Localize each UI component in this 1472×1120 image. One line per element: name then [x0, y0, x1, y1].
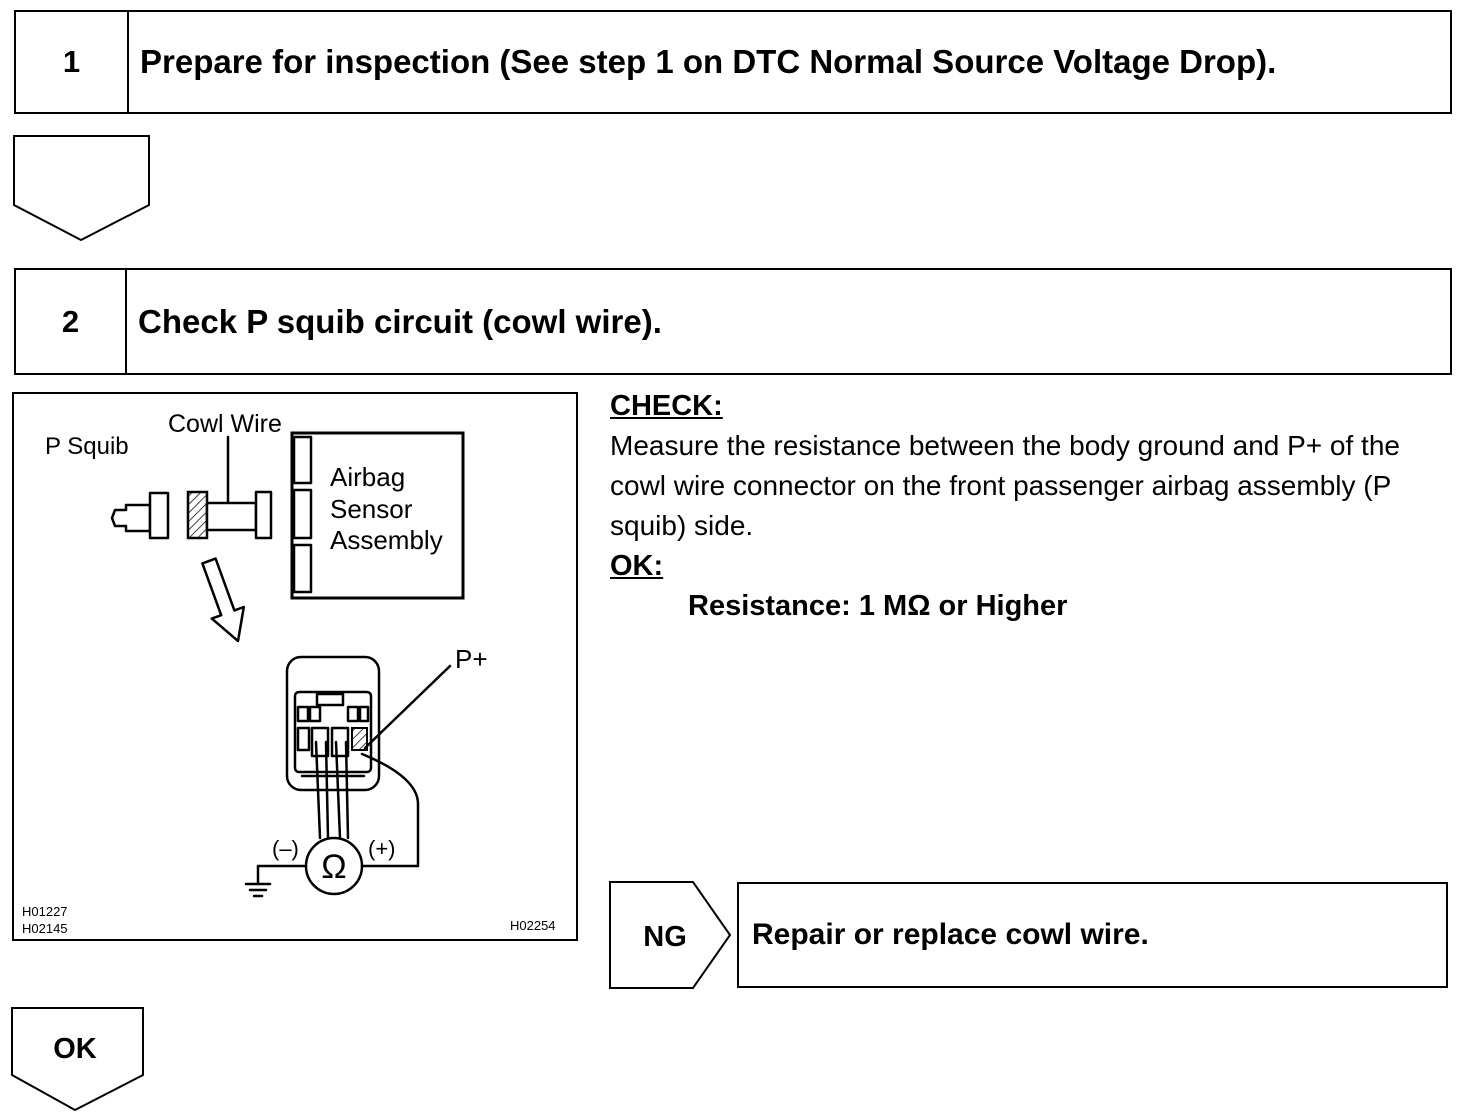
step-2-box: 2 Check P squib circuit (cowl wire).: [14, 268, 1452, 375]
ng-action-box: Repair or replace cowl wire.: [737, 882, 1448, 988]
ok-down-arrow-icon: OK: [11, 1007, 144, 1112]
direction-arrow-icon: [201, 557, 246, 643]
step-2-title: Check P squib circuit (cowl wire).: [138, 302, 662, 340]
step-1-box: 1 Prepare for inspection (See step 1 on …: [14, 10, 1452, 114]
sensor-label-line-2: Sensor: [330, 494, 413, 524]
figure-code: H02145: [22, 921, 68, 936]
figure-code: H01227: [22, 904, 68, 919]
ok-arrow-shape: [11, 1007, 144, 1112]
connector-cavity: [296, 705, 310, 723]
flow-down-arrow-icon: [13, 135, 150, 242]
ground-symbol-icon: [244, 882, 272, 898]
connector-latch: [315, 692, 345, 707]
step-1-title: Prepare for inspection (See step 1 on DT…: [140, 43, 1277, 80]
p-squib-connector-body: [110, 503, 152, 533]
probe-wire: [314, 740, 322, 840]
connector-cavity: [296, 726, 311, 752]
cowl-wire-label: Cowl Wire: [168, 410, 282, 438]
positive-lead-wire: [360, 752, 420, 868]
ng-arrow-shape: [609, 881, 732, 989]
probe-wire: [344, 740, 350, 840]
check-section: CHECK: Measure the resistance between th…: [610, 386, 1460, 626]
ohm-symbol: Ω: [321, 848, 346, 886]
p-squib-label: P Squib: [45, 433, 129, 460]
connector-cavity: [308, 705, 322, 723]
ng-right-arrow-icon: NG: [609, 881, 732, 989]
check-body-line-2: cowl wire connector on the front passeng…: [610, 470, 1392, 501]
sensor-label-line-3: Assembly: [330, 525, 443, 555]
check-body-line-1: Measure the resistance between the body …: [610, 430, 1400, 461]
sensor-label-line-1: Airbag: [330, 462, 405, 492]
diagram-frame: [12, 392, 578, 941]
sensor-connector-slot: [292, 488, 313, 540]
check-body-line-3: squib) side.: [610, 510, 754, 541]
hatched-terminal-area: [351, 727, 368, 751]
step-2-number: 2: [16, 270, 127, 373]
hatched-connector: [186, 490, 209, 540]
probe-wire: [334, 740, 342, 840]
p-plus-leader-line: [363, 664, 452, 750]
p-squib-connector-flange: [148, 491, 170, 540]
p-plus-label: P+: [455, 644, 488, 674]
sensor-connector-slot: [292, 435, 313, 485]
cowl-wire-diagram: P Squib Cowl Wire Airbag Sensor Assembly…: [12, 392, 578, 941]
flow-down-arrow-shape: [13, 135, 150, 242]
probe-wire: [324, 740, 330, 840]
cowl-wire-connector-flange: [254, 490, 273, 540]
ok-label: OK: [53, 1033, 97, 1065]
ng-label: NG: [643, 921, 687, 953]
check-heading: CHECK:: [610, 390, 723, 422]
figure-code: H02254: [510, 918, 556, 933]
positive-lead-label: (+): [368, 836, 396, 861]
connector-cavity: [358, 705, 370, 723]
sensor-connector-slot: [292, 543, 313, 594]
connector-cavity: [346, 705, 360, 723]
airbag-sensor-assembly-box: [290, 431, 465, 600]
ok-heading: OK:: [610, 550, 664, 582]
step-1-number: 1: [16, 12, 129, 112]
negative-lead-wire: [256, 864, 308, 886]
cowl-wire-connector-body: [205, 501, 258, 532]
negative-lead-label: (–): [272, 836, 299, 861]
resistance-spec: Resistance: 1 MΩ or Higher: [688, 590, 1068, 622]
